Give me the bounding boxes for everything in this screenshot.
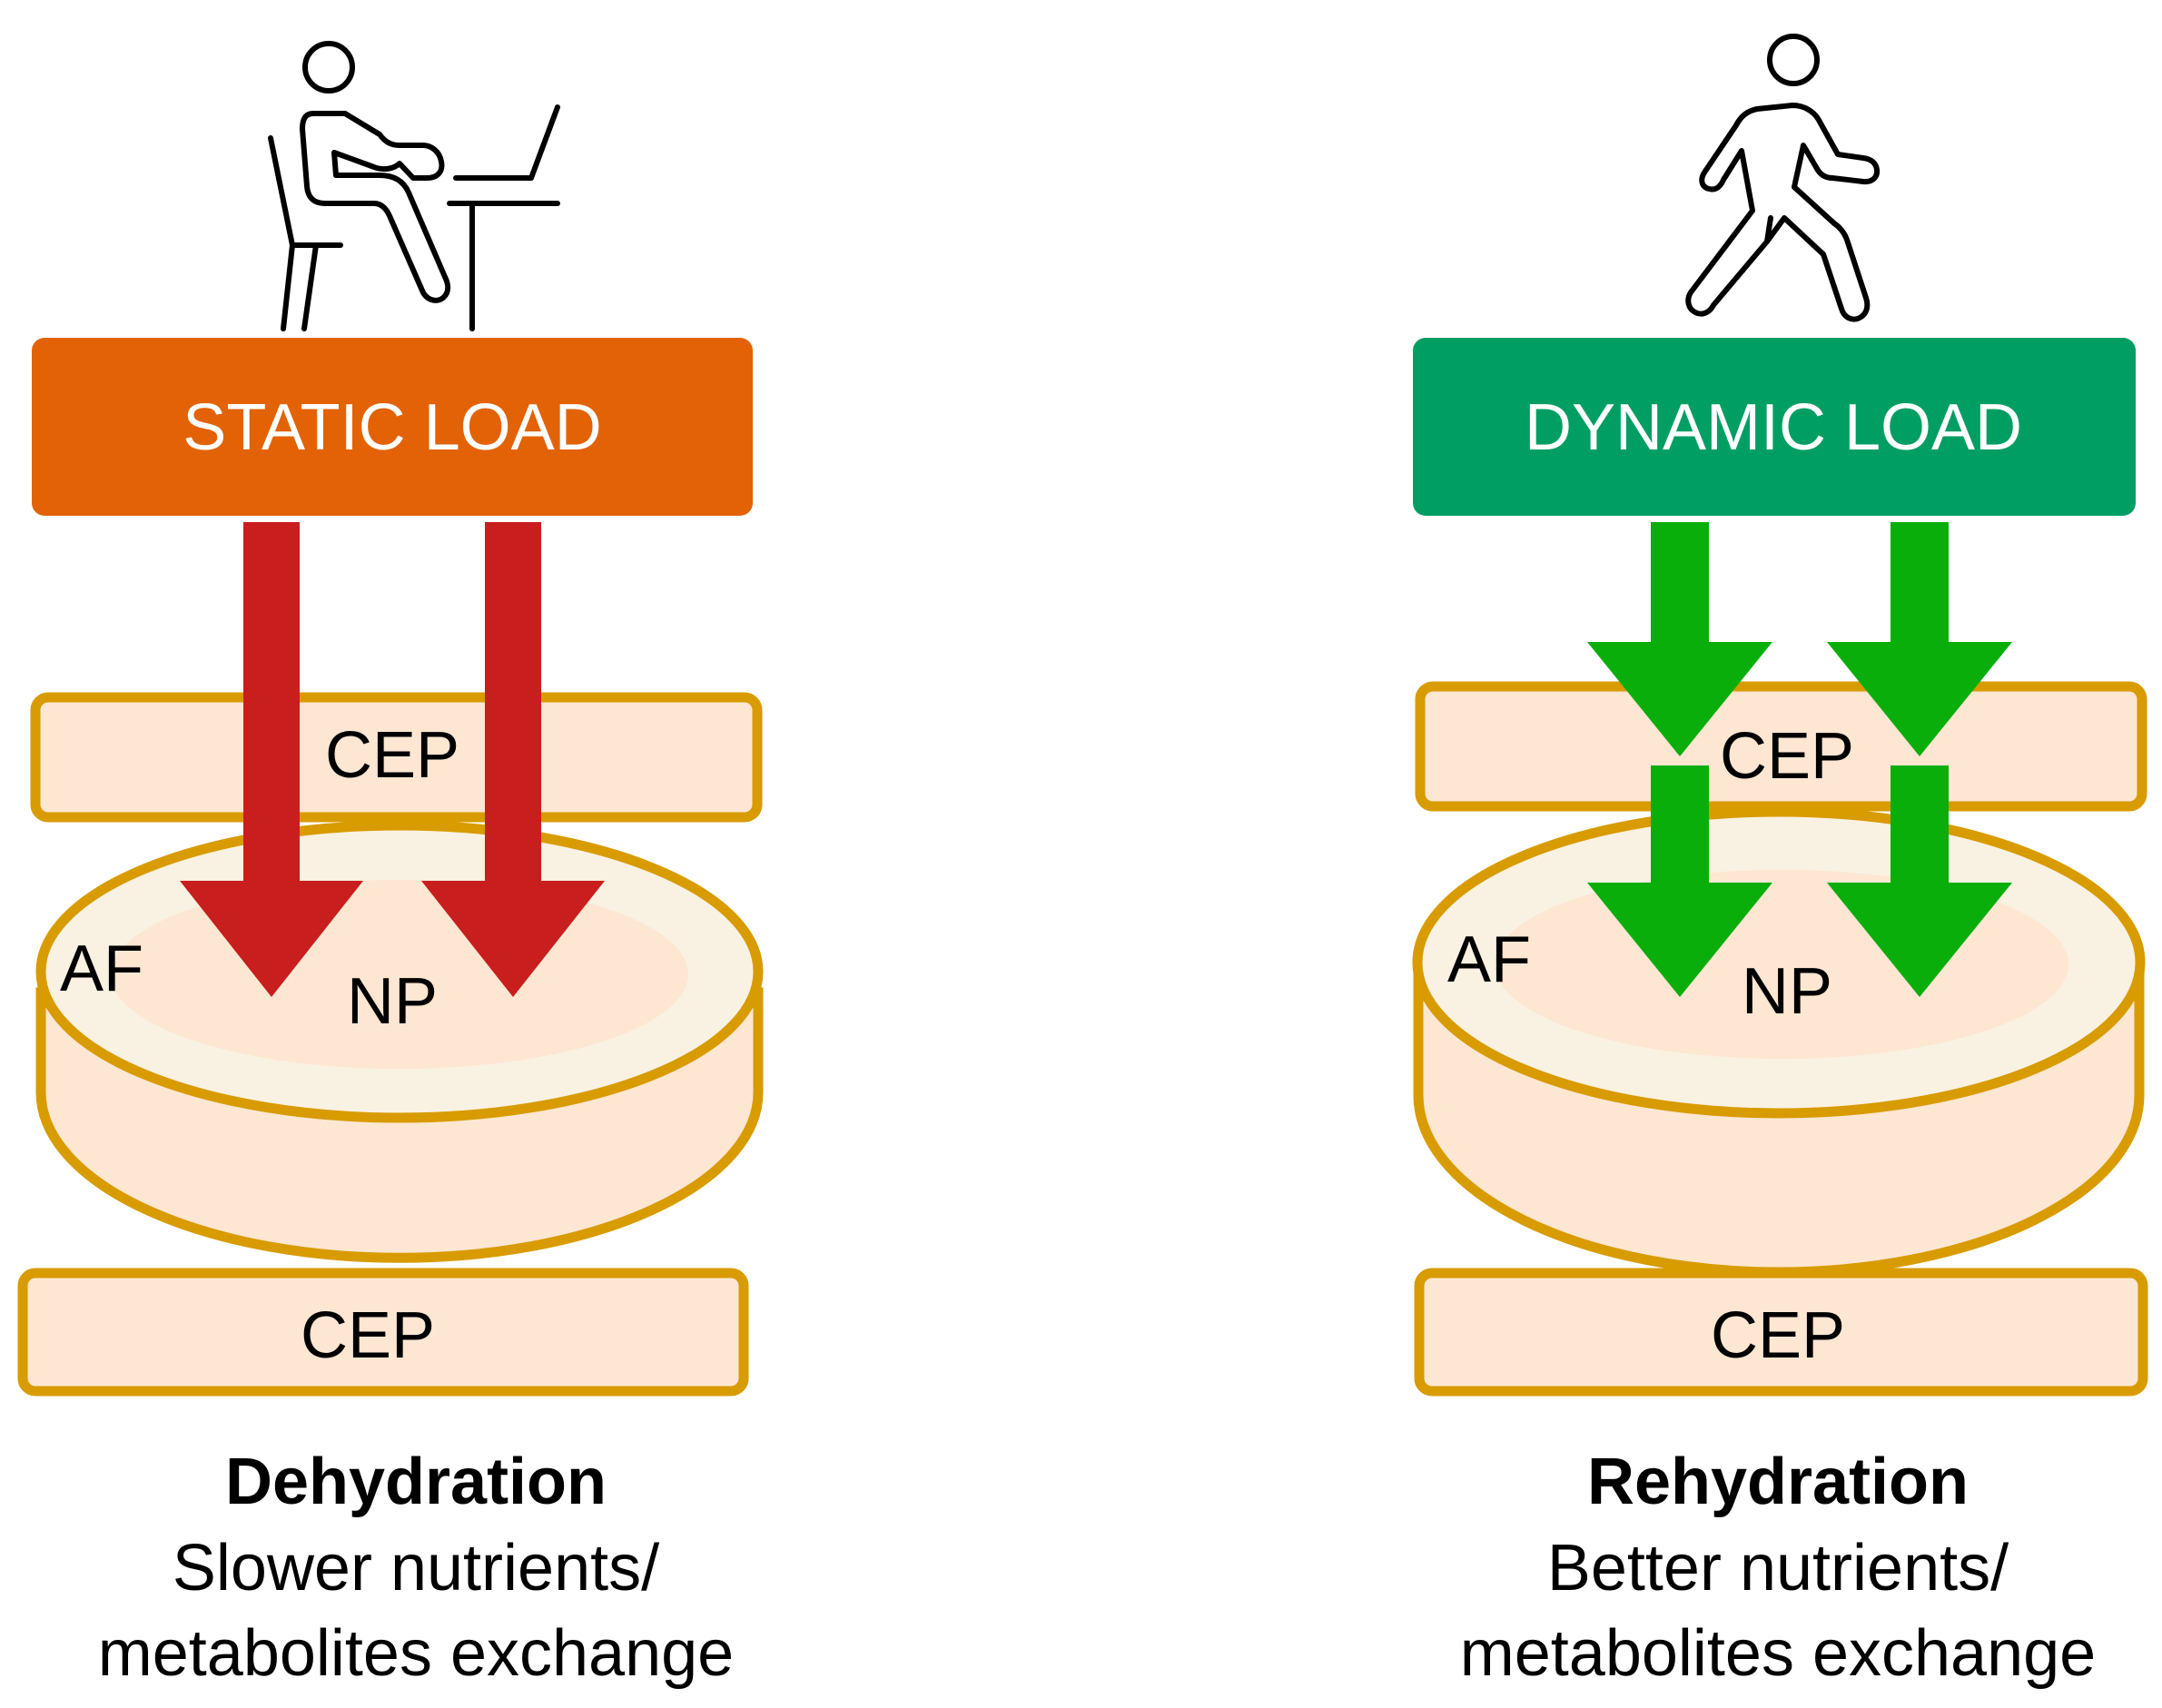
annulus-label: AF [60, 933, 143, 1005]
annulus-label: AF [1447, 923, 1531, 996]
person-walking-icon [1685, 34, 1881, 322]
nucleus-label: NP [347, 965, 438, 1038]
rehydration-line1: Better nutrients/ [1547, 1532, 2009, 1604]
static-load-box [32, 338, 753, 516]
dehydration-title: Dehydration [225, 1446, 607, 1518]
top-cep-label: CEP [1720, 720, 1854, 793]
intervertebral-disc [1412, 806, 2146, 1278]
dynamic-arrow-right-upper [1827, 522, 2012, 756]
static-arrow-left [180, 522, 363, 997]
intervertebral-disc [35, 820, 764, 1263]
top-cartilage-endplate [1415, 681, 2147, 812]
dynamic-load-arrows [1587, 522, 2012, 997]
dehydration-line2: metabolites exchange [98, 1617, 734, 1690]
dynamic-arrow-right-lower [1827, 765, 2012, 997]
bottom-cartilage-endplate [17, 1268, 749, 1397]
bottom-cep-label: CEP [1711, 1299, 1845, 1372]
nucleus-label: NP [1742, 955, 1832, 1028]
static-load-panel: STATIC LOAD CEP AF NP CEP Dehydration Sl… [17, 41, 764, 1690]
static-load-label: STATIC LOAD [183, 391, 601, 464]
dynamic-arrow-left-lower [1587, 765, 1772, 997]
rehydration-title: Rehydration [1587, 1446, 1969, 1518]
dynamic-arrow-left-upper [1587, 522, 1772, 756]
rehydration-line2: metabolites exchange [1460, 1617, 2096, 1690]
static-arrow-right [421, 522, 605, 997]
dynamic-load-label: DYNAMIC LOAD [1525, 391, 2022, 464]
bottom-cartilage-endplate [1414, 1268, 2148, 1397]
person-sitting-at-desk-icon [268, 41, 560, 331]
dehydration-line1: Slower nutrients/ [173, 1532, 659, 1604]
top-cep-label: CEP [325, 719, 459, 792]
dynamic-load-panel: DYNAMIC LOAD CEP AF NP CEP Rehydration B… [1412, 34, 2148, 1690]
top-cartilage-endplate [30, 692, 763, 823]
dynamic-load-box [1413, 338, 2136, 516]
static-load-arrows [180, 522, 605, 997]
bottom-cep-label: CEP [301, 1299, 435, 1372]
